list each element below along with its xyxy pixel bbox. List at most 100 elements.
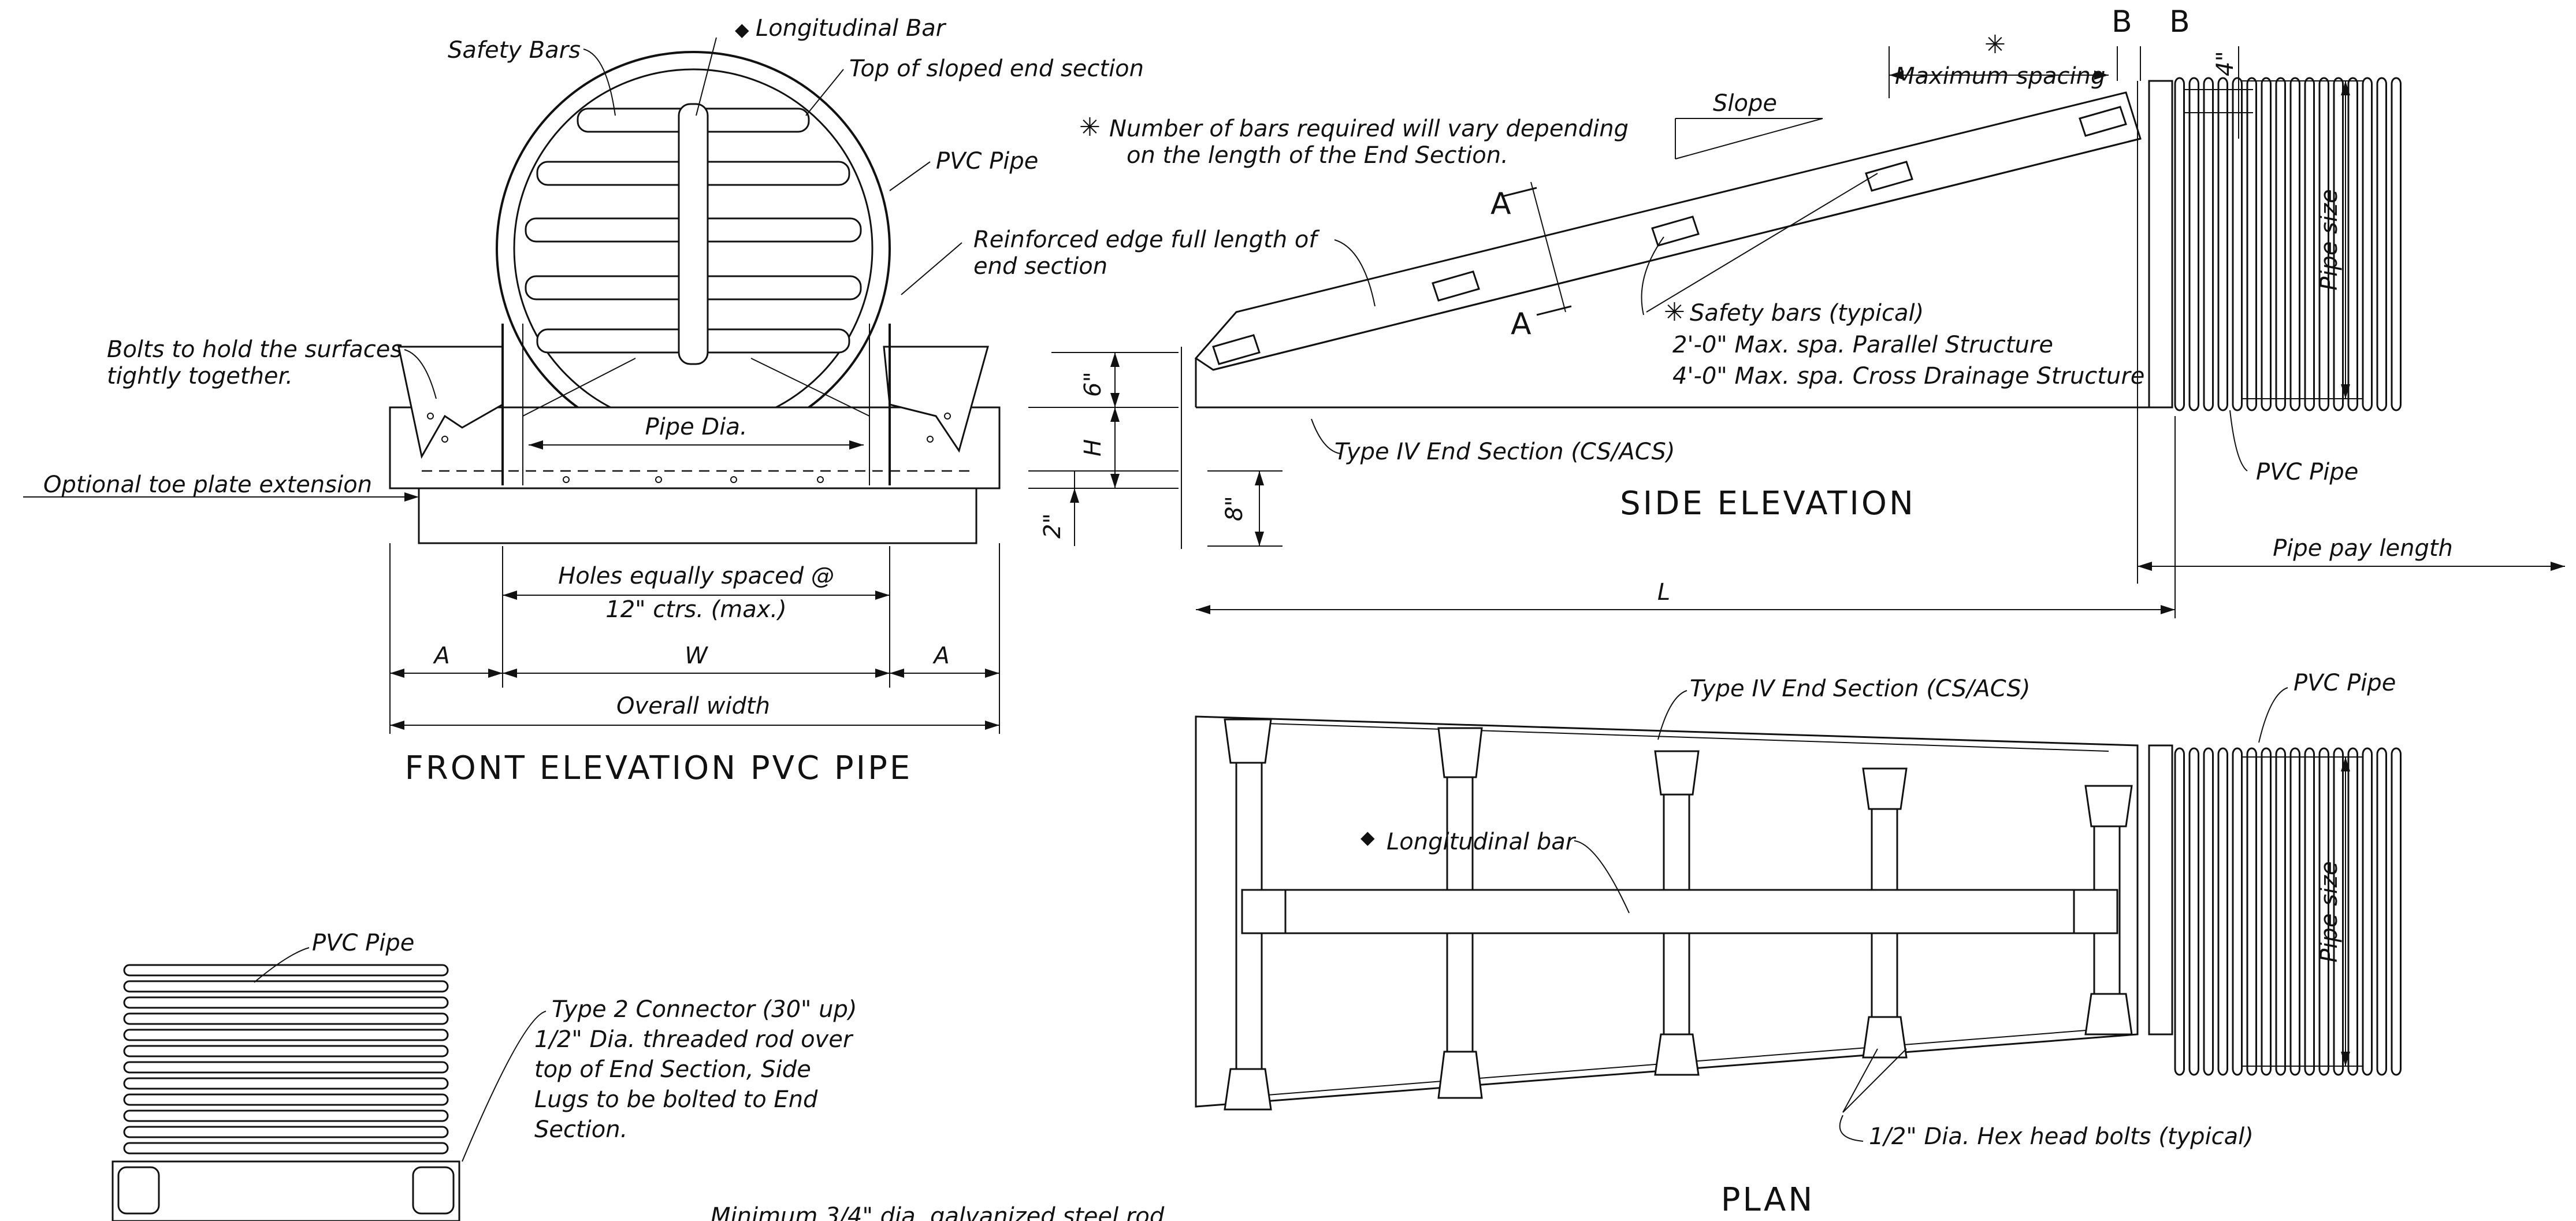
pipe-corrugation [2289, 77, 2300, 411]
plan-type-iv-label: Type IV End Section (CS/ACS) [1690, 676, 2030, 702]
detail-connector-leader [462, 1011, 547, 1162]
pipe-corrugation [2246, 77, 2257, 411]
connector-detail-text: PVC Pipe Type 2 Connector (30" up) 1/2" … [312, 930, 1165, 1221]
detail-end-section [111, 1160, 460, 1221]
plan-longitudinal-label: Longitudinal bar [1386, 829, 1577, 855]
dim-w: W [685, 643, 708, 669]
side-safety-lugs [1212, 106, 2127, 365]
bolts-label-2: tightly together. [107, 363, 293, 389]
pipe-corrugation [123, 1109, 449, 1122]
bolts-label-1: Bolts to hold the surfaces [107, 336, 402, 363]
side-elevation-view [1181, 46, 2565, 618]
safety-typ-leader-1 [1641, 236, 1664, 316]
side-pipe-corrugations [2174, 77, 2402, 411]
diamond-symbol: ◆ [735, 18, 749, 40]
pipe-dia-label: Pipe Dia. [645, 414, 747, 440]
plan-type-iv-leader [1657, 690, 1687, 740]
connector-label-2: 1/2" Dia. threaded rod over [534, 1026, 854, 1053]
pipe-corrugation [123, 980, 449, 993]
pipe-corrugation [2362, 77, 2373, 411]
detail-lug-right [412, 1166, 455, 1215]
slope-triangle [1675, 118, 1823, 159]
plan-pipe-size-label: Pipe size [2316, 861, 2343, 963]
connector-label-5: Section. [534, 1116, 627, 1143]
detail-pvc-leader [254, 947, 310, 983]
dim-h-label: H [1080, 439, 1106, 457]
safety-asterisk: ✳ [1664, 298, 1685, 327]
plan-lugs [1224, 718, 2133, 1111]
pipe-corrugation [2289, 747, 2300, 1076]
pipe-corrugation [2304, 747, 2315, 1076]
pipe-corrugation [2246, 747, 2257, 1076]
apron-plate [389, 406, 1001, 489]
plan-pipe-corrugations [2174, 747, 2402, 1076]
toe-plate [418, 487, 977, 544]
reinforced-edge-label-1: Reinforced edge full length of [973, 227, 1320, 253]
pipe-corrugation [123, 1029, 449, 1041]
bolt-holes [427, 413, 951, 483]
pvc-pipe-leader [889, 161, 931, 191]
pipe-corrugation [2188, 747, 2199, 1076]
pipe-pay-length-label: Pipe pay length [2273, 535, 2453, 562]
detail-lug-left [117, 1166, 160, 1215]
connector-detail-view [111, 947, 547, 1221]
longitudinal-bar-leader [696, 37, 717, 116]
front-elevation-title: FRONT ELEVATION PVC PIPE [405, 749, 913, 787]
pipe-corrugation [2376, 747, 2387, 1076]
plan-bar-end-left [1241, 889, 1287, 934]
pipe-corrugation [2275, 77, 2286, 411]
dim-a-right: A [932, 643, 949, 669]
plan-longitudinal-bar [1241, 889, 2116, 934]
pipe-corrugation [2318, 747, 2329, 1076]
hex-bolts-label: 1/2" Dia. Hex head bolts (typical) [1869, 1123, 2254, 1150]
max-spacing-asterisk: ✳ [1984, 30, 2006, 60]
pipe-corrugation [123, 996, 449, 1009]
pipe-corrugation [2376, 77, 2387, 411]
dim-6-label: 6" [1080, 372, 1106, 397]
plan-view [1195, 687, 2402, 1142]
pipe-corrugation [2261, 747, 2272, 1076]
type-iv-side-label: Type IV End Section (CS/ACS) [1335, 439, 1675, 465]
pvc-pipe-label: PVC Pipe [936, 148, 1038, 175]
pipe-corrugation [2304, 77, 2315, 411]
interior-line [522, 358, 636, 417]
dim-l-label: L [1657, 579, 1670, 606]
safety-typ-label: Safety bars (typical) [1690, 300, 1924, 326]
reinforced-edge-label-2: end section [973, 253, 1107, 280]
holes-label-2: 12" ctrs. (max.) [605, 596, 786, 623]
detail-pvc-pipe-label: PVC Pipe [312, 930, 414, 956]
safety-typ-leader-2 [1646, 173, 1878, 313]
pipe-corrugation [2203, 747, 2214, 1076]
pipe-corrugation [2347, 77, 2358, 411]
pipe-corrugation [2174, 77, 2185, 411]
connector-label-4: Lugs to be bolted to End [534, 1086, 818, 1113]
section-b-left: B [2112, 5, 2135, 39]
pipe-corrugation [123, 964, 449, 977]
plan-title: PLAN [1721, 1181, 1815, 1219]
plan-pvc-leader [2258, 687, 2288, 743]
pipe-corrugation [2318, 77, 2329, 411]
connector-label-1: Type 2 Connector (30" up) [552, 996, 857, 1023]
dim-8-label: 8" [1221, 496, 1248, 521]
pipe-corrugation [123, 1077, 449, 1090]
front-elevation-view [23, 37, 1179, 734]
max-spacing-label: Maximum spacing [1895, 63, 2105, 90]
section-b-right: B [2169, 5, 2192, 39]
overall-width-label: Overall width [616, 693, 770, 719]
dim-a-left: A [432, 643, 449, 669]
pipe-corrugation [123, 1126, 449, 1138]
pipe-corrugation [2362, 747, 2373, 1076]
asterisk-symbol: ✳ [1079, 113, 1101, 142]
section-a-bottom: A [1511, 307, 1534, 342]
pipe-corrugation [2391, 77, 2402, 411]
safety-bars-label: Safety Bars [448, 37, 581, 64]
dim-2-label: 2" [1039, 513, 1066, 539]
side-pvc-pipe-label: PVC Pipe [2256, 459, 2358, 485]
safety-bars-leader [583, 49, 616, 116]
side-pvc-leader [2229, 410, 2248, 472]
reinforced-edge-leader [901, 242, 962, 295]
side-pipe-size-label: Pipe size [2316, 189, 2343, 291]
pipe-corrugation [123, 1093, 449, 1106]
rod-note-label: Minimum 3/4" dia. galvanized steel rod [711, 1203, 1165, 1221]
